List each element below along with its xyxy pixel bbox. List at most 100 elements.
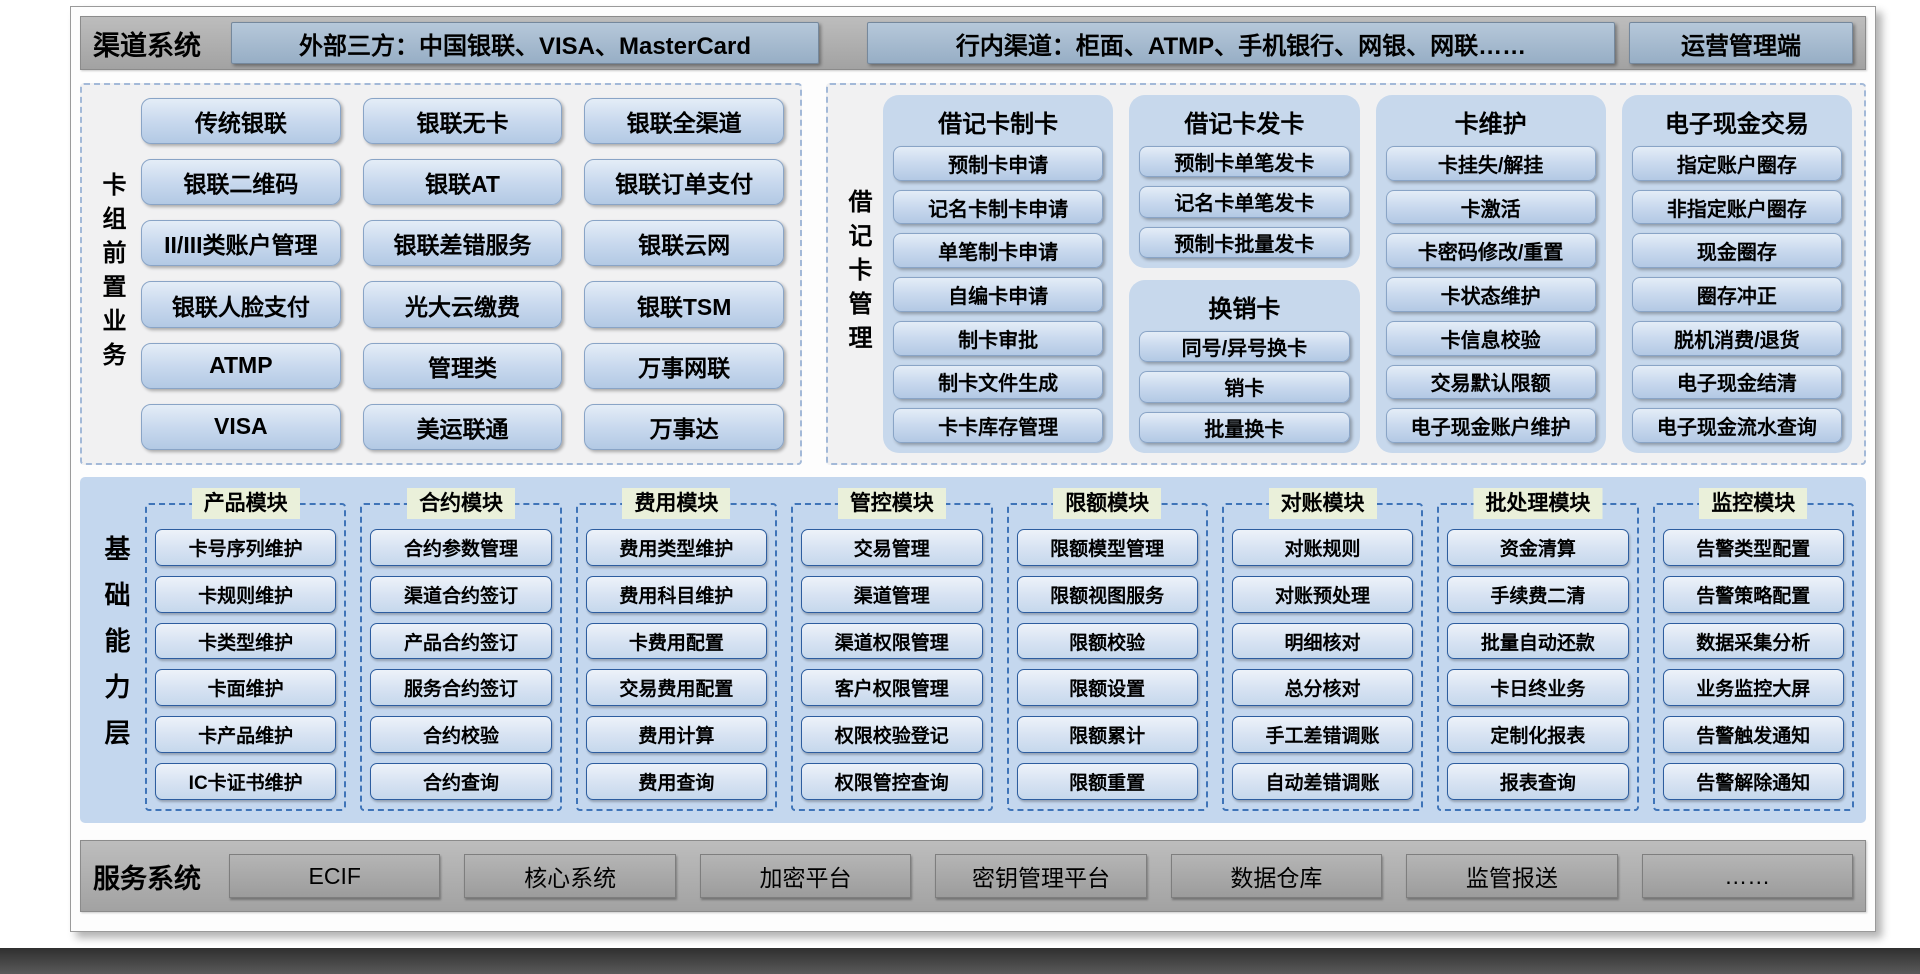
card-front-item-box: 银联AT [362, 159, 563, 206]
module-item-box: 渠道管理 [801, 575, 983, 613]
debit-making-item-box: 制卡文件生成 [893, 364, 1104, 400]
card-front-item-box: 银联无卡 [362, 98, 563, 145]
service-item-box: ECIF [229, 854, 441, 898]
card-org-front-section: 卡组前置业务 传统银联 银联无卡 银联全渠道 银联二维码 银联AT 银联订单支付… [80, 83, 802, 465]
debit-issuing-item-box: 预制卡单笔发卡 [1139, 146, 1350, 178]
card-front-item-box: 银联TSM [584, 281, 784, 328]
module-item-box: 报表查询 [1447, 763, 1629, 800]
module-title: 产品模块 [191, 488, 300, 520]
card-front-item-box: 万事达 [584, 403, 784, 450]
module: 批处理模块 资金清算 手续费二清 批量自动还款 卡日终业务 定制化报表 报表查询 [1437, 488, 1639, 811]
module-item-box: 渠道权限管理 [801, 622, 983, 660]
debit-ecash-item-box: 脱机消费/退货 [1631, 320, 1842, 356]
module-item-box: 定制化报表 [1447, 716, 1629, 754]
module-title: 限额模块 [1053, 488, 1162, 520]
module-item-box: 卡费用配置 [585, 622, 768, 660]
module-item-box: 明细核对 [1231, 622, 1414, 660]
debit-making-item-box: 记名卡制卡申请 [893, 189, 1104, 225]
debit-group-maintain: 卡维护 卡挂失/解挂 卡激活 卡密码修改/重置 卡状态维护 卡信息校验 [1375, 95, 1606, 453]
module-items: 资金清算 手续费二清 批量自动还款 卡日终业务 定制化报表 报表查询 [1447, 529, 1629, 800]
external-channels-box: 外部三方：中国银联、VISA、MasterCard [231, 22, 819, 64]
debit-ecash-item-box: 电子现金流水查询 [1631, 408, 1842, 444]
debit-maintain-item-box: 卡密码修改/重置 [1385, 233, 1596, 269]
module-item-box: 限额累计 [1016, 716, 1198, 754]
module-item-box: 产品合约签订 [370, 622, 552, 660]
module-items: 对账规则 对账预处理 明细核对 总分核对 手工差错调账 自动差错调账 [1231, 529, 1414, 800]
card-front-item-box: 银联差错服务 [362, 220, 563, 267]
debit-making-item-box: 自编卡申请 [893, 277, 1104, 312]
module-item-box: 对账规则 [1231, 529, 1414, 566]
debit-group-making-title: 借记卡制卡 [938, 111, 1059, 138]
card-front-item-box: ATMP [141, 342, 341, 389]
module-item-box: 卡规则维护 [155, 575, 337, 613]
card-front-item-box: 银联云网 [584, 220, 784, 267]
debit-issuing-item-box: 记名卡单笔发卡 [1139, 186, 1350, 218]
channel-system-label: 渠道系统 [93, 30, 201, 61]
debit-group-ecash-items: 指定账户圈存 非指定账户圈存 现金圈存 圈存冲正 脱机消费/退货 电子现金结清 [1631, 146, 1842, 444]
module-item-box: 交易管理 [801, 529, 983, 566]
debit-col-issuing-swap: 借记卡发卡 预制卡单笔发卡 记名卡单笔发卡 预制卡批量发卡 换销卡 [1129, 95, 1360, 453]
module-title: 批处理模块 [1473, 488, 1603, 520]
module-title: 对账模块 [1268, 488, 1377, 520]
card-front-item-box: 美运联通 [362, 403, 563, 450]
debit-group-ecash-title: 电子现金交易 [1664, 111, 1809, 138]
debit-maintain-item-box: 电子现金账户维护 [1385, 408, 1596, 444]
debit-group-maintain-title: 卡维护 [1454, 111, 1527, 138]
debit-col-ecash: 电子现金交易 指定账户圈存 非指定账户圈存 现金圈存 圈存冲正 脱机消费/退货 [1621, 95, 1852, 453]
module-item-box: 限额视图服务 [1016, 575, 1198, 613]
card-front-item-box: 银联订单支付 [584, 159, 784, 206]
debit-ecash-item-box: 现金圈存 [1631, 233, 1842, 269]
service-system-bar: 服务系统 ECIF 核心系统 加密平台 密钥管理平台 数据仓库 监管报送 …… [80, 840, 1866, 912]
card-front-item-box: VISA [141, 403, 341, 450]
debit-ecash-item-box: 指定账户圈存 [1631, 146, 1842, 181]
module-item-box: 卡号序列维护 [155, 529, 337, 566]
debit-swap-item-box: 批量换卡 [1139, 411, 1350, 443]
module-item-box: 权限管控查询 [801, 763, 983, 800]
internal-channels-box: 行内渠道：柜面、ATMP、手机银行、网银、网联…… [867, 22, 1615, 64]
card-front-item-box: 万事网联 [584, 342, 784, 389]
middle-row: 卡组前置业务 传统银联 银联无卡 银联全渠道 银联二维码 银联AT 银联订单支付… [80, 83, 1866, 465]
module-item-box: 合约校验 [370, 716, 552, 754]
module-item-box: 自动差错调账 [1231, 763, 1414, 800]
module-item-box: 告警触发通知 [1662, 716, 1844, 754]
module-item-box: 服务合约签订 [370, 669, 552, 707]
module-item-box: 业务监控大屏 [1662, 669, 1844, 707]
ops-terminal-box: 运营管理端 [1629, 22, 1853, 64]
debit-ecash-item-box: 非指定账户圈存 [1631, 189, 1842, 225]
debit-group-maintain-items: 卡挂失/解挂 卡激活 卡密码修改/重置 卡状态维护 卡信息校验 交易默认限额 [1385, 146, 1596, 444]
debit-ecash-item-box: 圈存冲正 [1631, 277, 1842, 312]
service-item-box: …… [1641, 854, 1853, 898]
card-front-item-box: 光大云缴费 [362, 281, 563, 328]
debit-maintain-item-box: 卡激活 [1385, 189, 1596, 225]
module-title: 合约模块 [407, 488, 516, 520]
module-item-box: 卡面维护 [155, 669, 337, 707]
card-front-item-box: 银联全渠道 [584, 98, 784, 145]
module-item-box: 卡类型维护 [155, 622, 337, 660]
debit-group-swap-title: 换销卡 [1208, 296, 1281, 323]
debit-maintain-item-box: 卡挂失/解挂 [1385, 146, 1596, 181]
module-items: 卡号序列维护 卡规则维护 卡类型维护 卡面维护 卡产品维护 IC卡证书维护 [155, 529, 337, 800]
module-item-box: 卡产品维护 [155, 716, 337, 754]
service-item-box: 数据仓库 [1170, 854, 1383, 898]
module-item-box: 限额设置 [1016, 669, 1198, 707]
module-item-box: 合约查询 [370, 763, 552, 800]
debit-maintain-item-box: 交易默认限额 [1385, 364, 1596, 400]
debit-card-section: 借记卡管理 借记卡制卡 预制卡申请 记名卡制卡申请 单笔制卡申请 [826, 83, 1866, 465]
module-item-box: 合约参数管理 [370, 529, 552, 566]
module: 合约模块 合约参数管理 渠道合约签订 产品合约签订 服务合约签订 合约校验 合约… [360, 488, 562, 811]
module-item-box: 数据采集分析 [1662, 622, 1844, 660]
debit-card-columns: 借记卡制卡 预制卡申请 记名卡制卡申请 单笔制卡申请 自编卡申请 制卡审批 [883, 95, 1852, 453]
module-item-box: 限额重置 [1016, 763, 1198, 800]
debit-col-making: 借记卡制卡 预制卡申请 记名卡制卡申请 单笔制卡申请 自编卡申请 制卡审批 [883, 95, 1114, 453]
debit-maintain-item-box: 卡状态维护 [1385, 277, 1596, 312]
module-items: 合约参数管理 渠道合约签订 产品合约签订 服务合约签订 合约校验 合约查询 [370, 529, 552, 800]
module-item-box: 限额校验 [1016, 622, 1198, 660]
module-item-box: 渠道合约签订 [370, 575, 552, 613]
debit-group-issuing-title: 借记卡发卡 [1184, 111, 1305, 138]
debit-card-label: 借记卡管理 [844, 189, 871, 359]
module-item-box: 费用计算 [585, 716, 768, 754]
basic-capability-section: 基础能力层 产品模块 卡号序列维护 卡规则维护 卡类型维护 卡面维护 卡产品维护 [80, 477, 1866, 823]
service-item-box: 加密平台 [699, 854, 912, 898]
service-item-box: 核心系统 [464, 854, 676, 898]
module-item-box: 费用查询 [585, 763, 768, 800]
